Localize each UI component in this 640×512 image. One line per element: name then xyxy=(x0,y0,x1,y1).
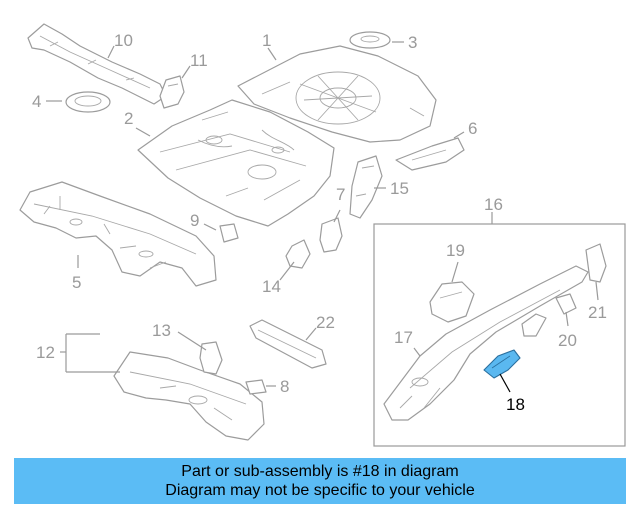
part-4-plug xyxy=(65,91,111,113)
callout-14: 14 xyxy=(262,277,281,296)
callout-6: 6 xyxy=(468,119,477,138)
callout-1: 1 xyxy=(262,31,271,50)
callout-22: 22 xyxy=(316,313,335,332)
part-3-spare-plug xyxy=(349,31,391,49)
part-9-clip xyxy=(219,223,239,243)
part-6-panel xyxy=(395,137,465,171)
callout-18-highlighted: 18 xyxy=(506,395,525,414)
callout-12: 12 xyxy=(36,343,55,362)
callout-19: 19 xyxy=(446,241,465,260)
info-banner: Part or sub-assembly is #18 in diagram D… xyxy=(14,458,626,504)
part-5-crossmember xyxy=(19,181,217,287)
part-2-main-floor-pan xyxy=(137,99,335,227)
callout-16: 16 xyxy=(484,195,503,214)
part-20-bracket xyxy=(555,293,577,315)
inset-frame-16 xyxy=(373,223,626,447)
callout-5: 5 xyxy=(72,273,81,292)
part-10-rail xyxy=(27,23,167,105)
banner-line-2: Diagram may not be specific to your vehi… xyxy=(165,482,475,499)
banner-line-1: Part or sub-assembly is #18 in diagram xyxy=(181,463,459,480)
part-22-bar xyxy=(249,319,327,369)
part-19-panel xyxy=(429,281,475,323)
part-21-bracket xyxy=(585,243,607,283)
part-8-clip xyxy=(245,379,267,395)
part-17-rail xyxy=(383,265,589,421)
callout-8: 8 xyxy=(280,377,289,396)
part-18-highlighted xyxy=(483,349,521,379)
leader-lines xyxy=(46,41,599,393)
part-15-bracket xyxy=(349,155,383,219)
callout-15: 15 xyxy=(390,179,409,198)
part-11-bracket xyxy=(159,75,185,109)
callout-2: 2 xyxy=(124,109,133,128)
callout-9: 9 xyxy=(190,211,199,230)
callout-13: 13 xyxy=(152,321,171,340)
inset-small-bracket xyxy=(521,313,547,337)
part-12-lower-crossmember xyxy=(113,351,265,441)
callout-17: 17 xyxy=(394,328,413,347)
callout-7: 7 xyxy=(336,185,345,204)
part-7-bracket xyxy=(319,217,343,253)
callout-3: 3 xyxy=(408,33,417,52)
callout-21: 21 xyxy=(588,303,607,322)
callout-4: 4 xyxy=(32,92,41,111)
callout-11: 11 xyxy=(190,51,208,70)
callout-10: 10 xyxy=(114,31,133,50)
callout-20: 20 xyxy=(558,331,577,350)
part-1-rear-floor-pan xyxy=(237,45,437,143)
part-13-bracket xyxy=(199,341,223,375)
part-14-bracket xyxy=(285,239,311,269)
